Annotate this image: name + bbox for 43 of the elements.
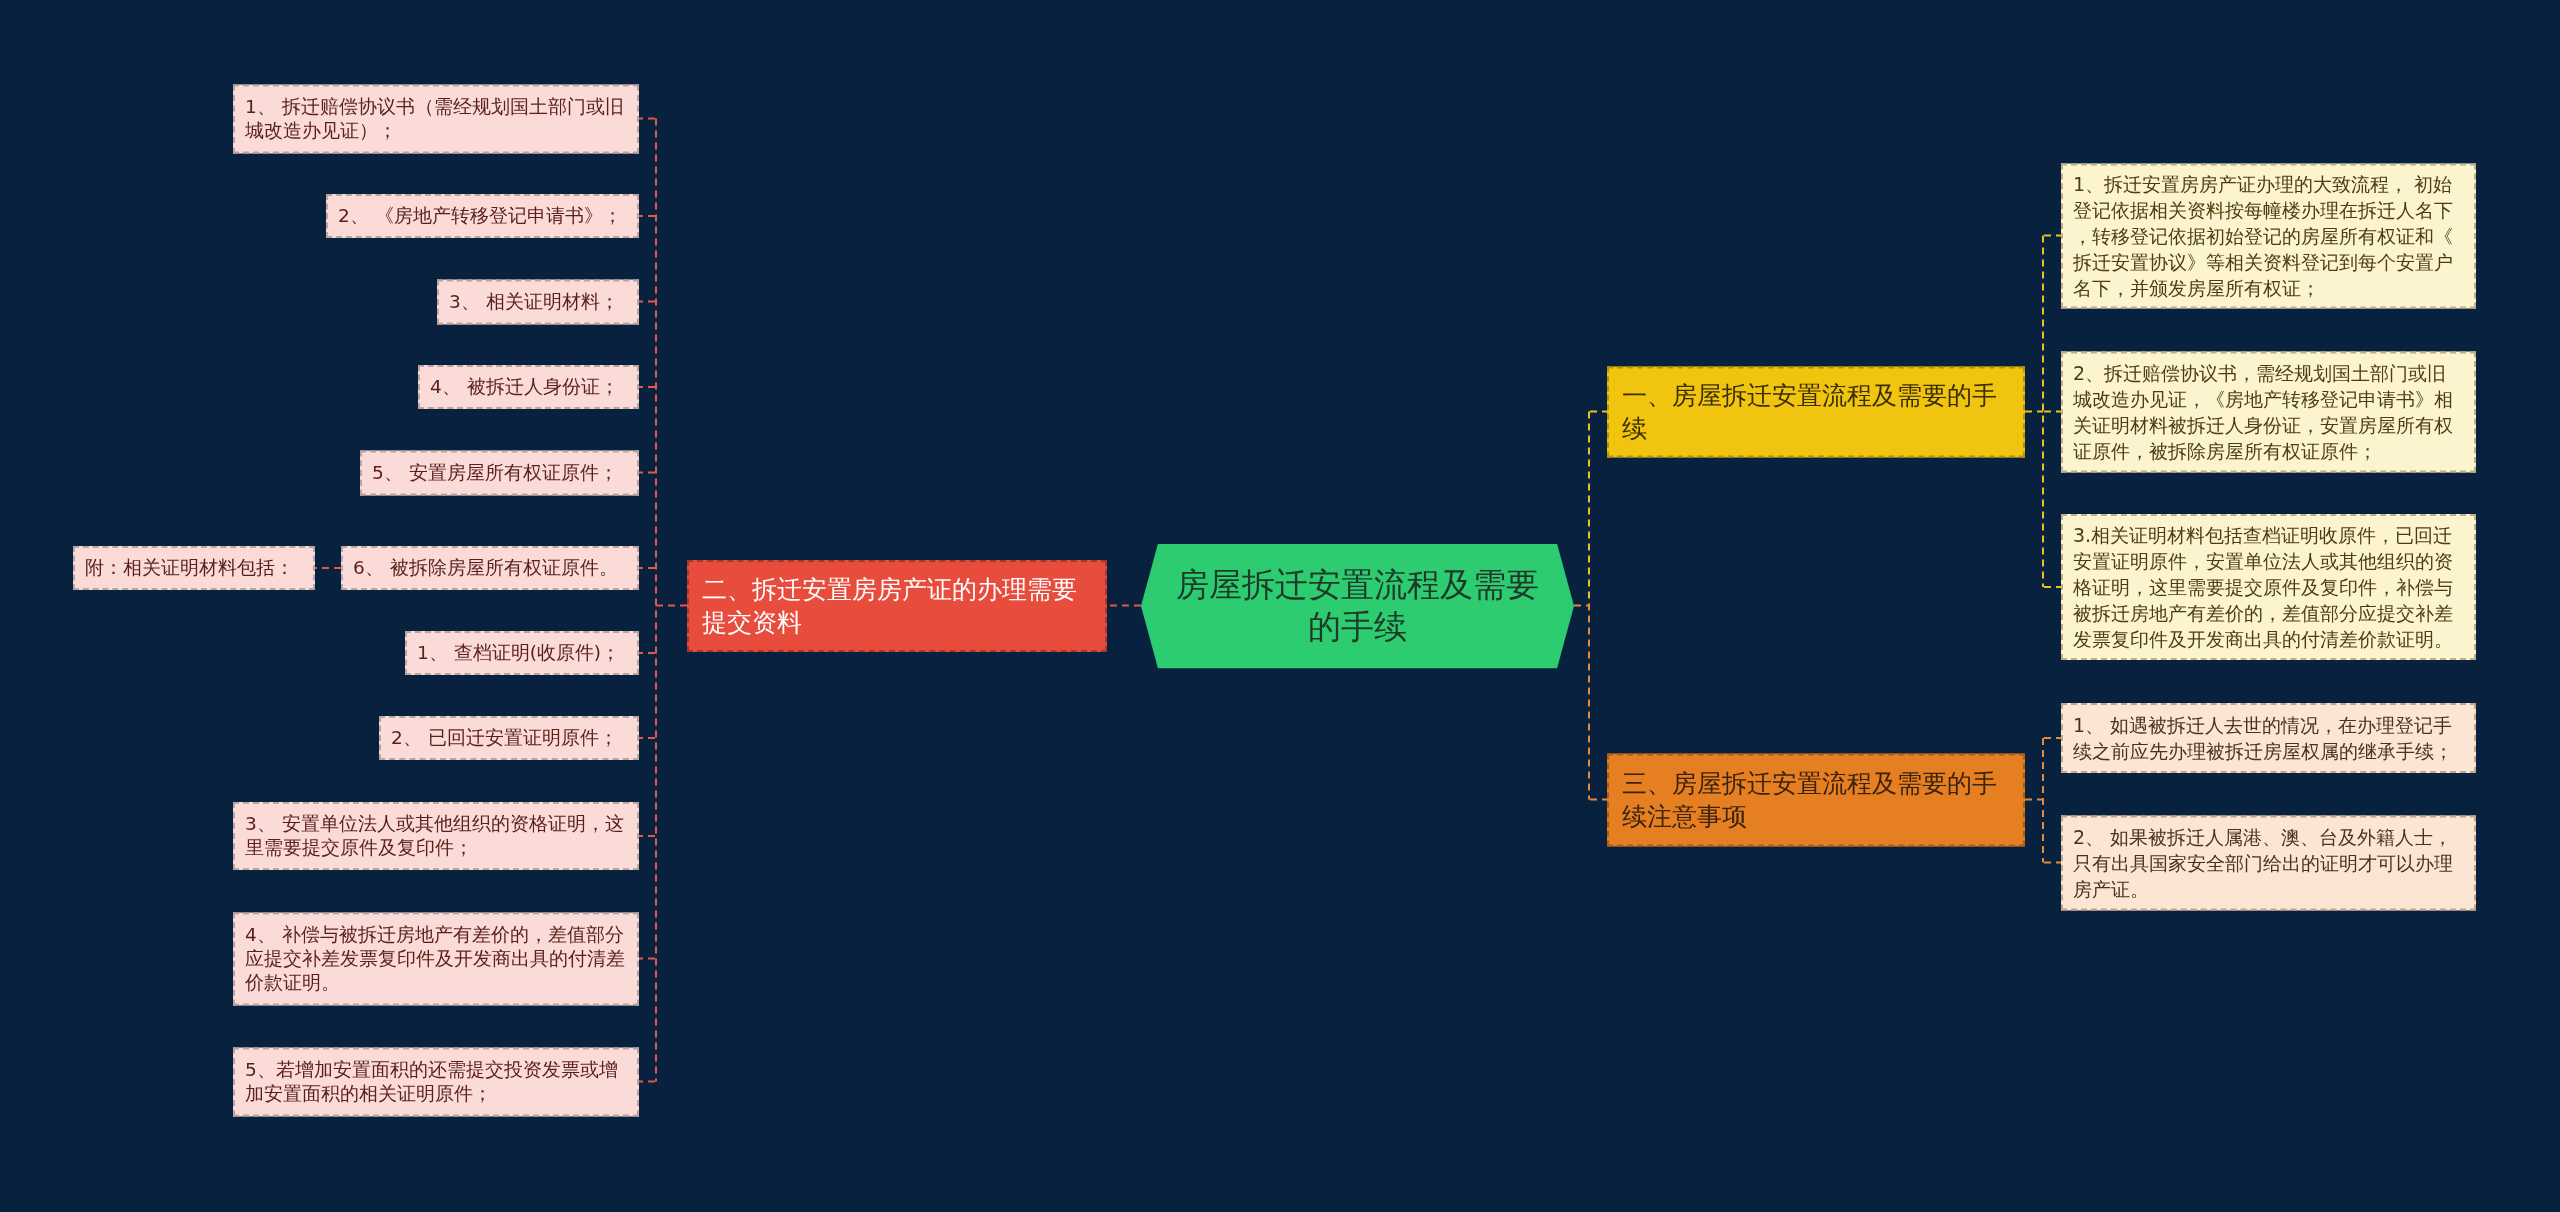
note-box: 附：相关证明材料包括： — [73, 546, 315, 590]
connector-line — [638, 567, 656, 569]
note-box: 1、 如遇被拆迁人去世的情况，在办理登记手续之前应先办理被拆迁房屋权属的继承手续； — [2061, 703, 2476, 773]
topic-box: 二、拆迁安置房房产证的办理需要提交资料 — [687, 559, 1107, 652]
connector-line — [638, 215, 656, 217]
note-box: 3、 相关证明材料； — [437, 279, 639, 324]
note-box: 6、 被拆除房屋所有权证原件。 — [341, 546, 639, 590]
connector-line — [655, 117, 688, 1083]
note-box: 4、 补偿与被拆迁房地产有差价的，差值部分应提交补差发票复印件及开发商出具的付清差价款证明。 — [233, 912, 639, 1005]
connector-line — [638, 117, 656, 120]
connector-line — [314, 567, 342, 569]
note-box: 1、 拆迁赔偿协议书（需经规划国土部门或旧城改造办见证）； — [233, 84, 639, 153]
connector-line — [638, 737, 656, 739]
note-box: 5、若增加安置面积的还需提交投资发票或增加安置面积的相关证明原件； — [233, 1047, 639, 1116]
connector-line — [638, 652, 656, 654]
connector-line — [2043, 861, 2062, 864]
note-box: 2、拆迁赔偿协议书，需经规划国土部门或旧城改造办见证，《房地产转移登记申请书》相关证明材料被拆迁人身份证，安置房屋所有权证原件，被拆除房屋所有权证原件； — [2061, 351, 2476, 472]
connector-line — [2043, 586, 2062, 588]
note-box: 5、 安置房屋所有权证原件； — [360, 450, 639, 495]
note-box: 2、 如果被拆迁人属港、澳、台及外籍人士，只有出具国家安全部门给出的证明才可以办理房产证。 — [2061, 815, 2476, 910]
connector-line — [638, 300, 656, 303]
connector-line — [2024, 737, 2044, 864]
connector-line — [2043, 410, 2062, 413]
connector-line — [2043, 737, 2062, 739]
connector-line — [2024, 234, 2044, 588]
connector-line — [638, 471, 656, 474]
note-box: 1、拆迁安置房房产证办理的大致流程， 初始登记依据相关资料按每幢楼办理在拆迁人名下，转移登记依据初始登记的房屋所有权证和《拆迁安置协议》等相关资料登记到每个安置户名下，并颁发房屋所有权证； — [2061, 163, 2476, 308]
connector-line — [638, 835, 656, 837]
connector-line — [638, 1080, 656, 1083]
note-box: 3.相关证明材料包括查档证明收原件，已回迁安置证明原件，安置单位法人或其他组织的资格证明，这里需要提交原件及复印件，补偿与被拆迁房地产有差价的，差值部分应提交补差发票复印件及开发商出具的付清差价款证明。 — [2061, 514, 2476, 660]
topic-box: 一、房屋拆迁安置流程及需要的手续 — [1607, 366, 2025, 457]
note-box: 4、 被拆迁人身份证； — [418, 365, 639, 409]
connector-line — [638, 957, 656, 960]
topic-box: 三、房屋拆迁安置流程及需要的手续注意事项 — [1607, 753, 2025, 846]
note-box: 2、 《房地产转移登记申请书》； — [326, 194, 639, 238]
connector-line — [1589, 410, 1608, 413]
connector-line — [1573, 410, 1590, 801]
connector-line — [638, 386, 656, 388]
note-box: 1、 查档证明(收原件)； — [405, 631, 639, 675]
connector-line — [2043, 234, 2062, 237]
note-box: 3、 安置单位法人或其他组织的资格证明，这里需要提交原件及复印件； — [233, 802, 639, 870]
connector-line — [1589, 798, 1608, 801]
note-box: 2、 已回迁安置证明原件； — [379, 716, 639, 760]
